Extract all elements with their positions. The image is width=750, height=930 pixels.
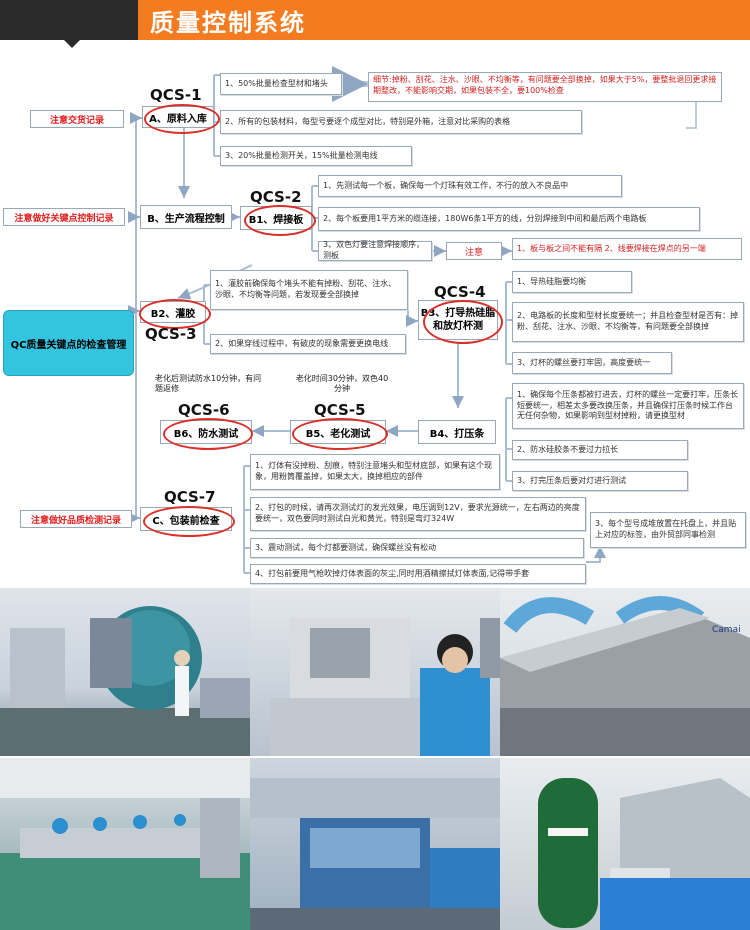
c-side-note: 3、每个型号成堆放置在托盘上，并且贴上对应的标签，由外贸部同事检测 [590, 512, 746, 548]
note-delivery-record: 注意交货记录 [30, 110, 124, 128]
b2-item-1: 1、灌胶前确保每个堵头不能有掉粉、刮花、注水、沙眼、不均衡等问题，若发现要全部换… [210, 270, 408, 310]
stage-b2-highlight [139, 299, 211, 329]
header-title-band [138, 0, 750, 40]
stage-b5-highlight [292, 418, 388, 450]
photo-production-line [0, 758, 250, 930]
b1-item-2: 2、每个板要用1平方米的缆连接，180W6条1平方的线，分别焊接到中间和最后两个… [318, 207, 700, 231]
qcs-4-label: QCS-4 [434, 283, 486, 301]
page-title: 质量控制系统 [150, 9, 306, 37]
photo-smt-machine [250, 758, 500, 930]
lab-sphere-illustration [0, 606, 250, 756]
stage-b3-highlight [423, 300, 503, 344]
production-line-illustration [0, 758, 250, 930]
photo-reflow-oven: Camai [500, 588, 750, 756]
c-item-1: 1、灯体有没掉粉、刮痕，特别注意堵头和型材底部，如果有这个现象，用粉筒覆盖掉，如… [250, 454, 500, 490]
a-item-1: 1、50%批量检查型材和堵头 [220, 73, 342, 95]
stage-b4-node: B4、打压条 [418, 420, 496, 444]
stage-c-highlight [143, 506, 235, 537]
b3-item-1: 1、导热硅脂要均衡 [512, 271, 632, 293]
stage-b1-highlight [244, 205, 316, 236]
b4-item-3: 3、打完压条后要对灯进行测试 [512, 471, 688, 491]
b5-note: 老化时间30分钟，双色40分钟 [295, 374, 389, 394]
smt-machine-illustration [250, 778, 500, 930]
b6-note: 老化后测试防水10分钟，有问题返修 [155, 374, 262, 394]
qcs-6-label: QCS-6 [178, 401, 230, 419]
b1-warning: 1、板与板之间不能有隔 2、线要焊接在焊点的另一端 [512, 238, 742, 260]
stage-a-highlight [144, 104, 220, 134]
b1-item-1: 1、先测试每一个板，确保每一个灯珠有效工作，不行的放入不良品中 [318, 175, 622, 197]
a-item-3: 3、20%批量检测开关，15%批量检测电线 [220, 146, 412, 166]
photo-assembly-worker [250, 588, 500, 756]
assembly-worker-illustration [270, 618, 500, 756]
note-quality-record: 注意做好品质检测记录 [20, 510, 132, 528]
b1-item-3: 3、双色灯要注意焊接顺序，测板 [318, 240, 432, 261]
stage-b-node: B、生产流程控制 [140, 205, 232, 229]
c-item-2: 2、打包的时候，请再次测试灯的发光效果，电压调到12V，要求光源统一，左右两边的… [250, 497, 586, 531]
qcs-3-label: QCS-3 [145, 325, 197, 343]
note-control-record: 注意做好关键点控制记录 [3, 208, 125, 226]
qc-center-node: QC质量关键点的检查管理 [3, 310, 134, 376]
photo-tank-equipment [500, 758, 750, 930]
a-item-2: 2、所有的包装材料，每型号要逐个成型对比，特别是外箱，注意对比采购的表格 [220, 110, 582, 134]
b2-item-2: 2、如果穿线过程中，有破皮的现象需要更换电线 [210, 334, 406, 354]
stage-b6-highlight [163, 418, 253, 450]
b3-item-2: 2、电路板的长度和型材长度要统一；并且检查型材是否有：掉粉、刮花、注水、沙眼、不… [512, 302, 744, 342]
qcs-5-label: QCS-5 [314, 401, 366, 419]
a-detail-warning: 细节:掉粉、刮花、注水、沙眼、不均衡等，有问题要全部换掉，如果大于5%，要整批退… [368, 72, 722, 102]
b3-item-3: 3、灯杯的螺丝要打牢固，高度要统一 [512, 352, 672, 374]
c-item-3: 3、震动测试，每个灯都要测试，确保螺丝没有松动 [250, 538, 584, 558]
oven-brand-label: Camai [712, 625, 741, 635]
photo-lab-sphere [0, 588, 250, 756]
b1-caution-tag: 注意 [446, 242, 502, 260]
reflow-oven-illustration: Camai [500, 596, 750, 756]
b4-item-1: 1、确保每个压条都被打进去，灯杯的螺丝一定要打牢，压条长短要统一，相差太多要改换… [512, 383, 744, 429]
b4-item-2: 2、防水硅胶条不要过力拉长 [512, 440, 688, 460]
qcs-7-label: QCS-7 [164, 488, 216, 506]
header-notch [64, 40, 80, 48]
qcs-1-label: QCS-1 [150, 86, 202, 104]
tank-equipment-illustration [538, 778, 750, 930]
qcs-2-label: QCS-2 [250, 188, 302, 206]
c-item-4: 4、打包前要用气枪吹掉灯体表面的灰尘,同时用酒精擦拭灯体表面,记得带手套 [250, 564, 586, 584]
